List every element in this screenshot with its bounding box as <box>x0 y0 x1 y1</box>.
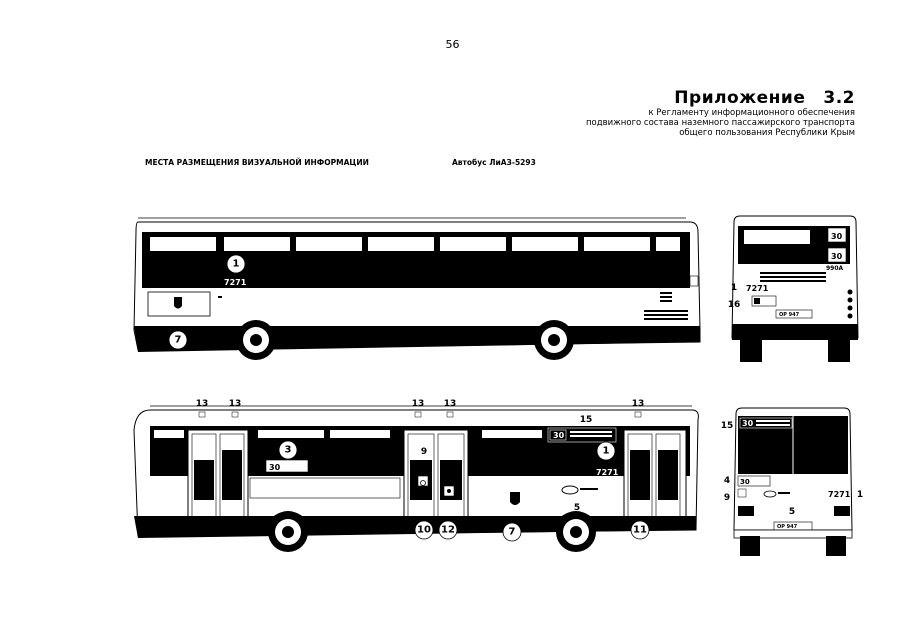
rear-route-30-top: 30 <box>831 232 843 241</box>
operator-logo-icon <box>763 490 790 498</box>
svg-text:1: 1 <box>603 446 610 457</box>
wheelchair-icon <box>417 475 429 487</box>
marker-rear-16: 16 <box>728 300 741 310</box>
coat-of-arms-icon <box>510 492 520 505</box>
svg-text:10: 10 <box>417 525 431 536</box>
door-rear <box>623 429 687 531</box>
svg-text:11: 11 <box>633 525 647 536</box>
marker-side-right-5: 5 <box>574 503 580 513</box>
marker-13-b: 13 <box>229 399 242 418</box>
bus-side-view-right: 30 30 7271 13 13 <box>133 399 699 552</box>
bus-front-view: 30 30 7271 ОР 947 15 4 9 5 1 <box>721 407 863 556</box>
side-route-number: 30 <box>553 431 565 440</box>
wheelchair-icon <box>737 488 747 498</box>
front-card-route: 30 <box>740 478 750 486</box>
marker-side-right-15: 15 <box>580 415 593 425</box>
coat-of-arms-icon <box>174 297 182 309</box>
marker-side-right-11: 11 <box>630 520 650 540</box>
fleet-number-side-left: 7271 <box>224 278 247 287</box>
marker-front-15: 15 <box>721 421 734 431</box>
marker-side-right-10: 10 <box>414 520 434 540</box>
svg-text:13: 13 <box>196 399 209 409</box>
appendix-title: Приложение 3.2 <box>586 88 855 108</box>
marker-front-5: 5 <box>789 507 795 517</box>
marker-13-c: 13 <box>412 399 425 418</box>
bus-side-view-left: 7271 1 7 <box>133 217 701 360</box>
svg-text:12: 12 <box>441 525 455 536</box>
svg-text:1: 1 <box>233 259 240 270</box>
svg-text:13: 13 <box>444 399 457 409</box>
appendix-subtitle-1: к Регламенту информационного обеспечения <box>648 108 855 118</box>
section-label: МЕСТА РАЗМЕЩЕНИЯ ВИЗУАЛЬНОЙ ИНФОРМАЦИИ <box>145 158 369 167</box>
svg-text:3: 3 <box>285 445 292 456</box>
fleet-number-rear: 7271 <box>746 284 769 293</box>
svg-text:7: 7 <box>175 335 182 346</box>
operator-logo-icon <box>561 485 598 495</box>
appendix-subtitle-3: общего пользования Республики Крым <box>679 128 855 138</box>
marker-side-right-3: 3 <box>278 440 298 460</box>
fleet-number-side-right: 7271 <box>596 468 619 477</box>
stroller-icon <box>443 485 455 497</box>
marker-rear-1: 1 <box>731 283 737 293</box>
rear-plate: ОР 947 <box>779 312 800 318</box>
marker-13-d: 13 <box>444 399 457 418</box>
fleet-number-front: 7271 <box>828 490 851 499</box>
bus-model-label: Автобус ЛиАЗ-5293 <box>452 158 536 167</box>
door-route-number: 30 <box>269 463 281 472</box>
appendix-number: 3.2 <box>823 88 855 108</box>
svg-text:13: 13 <box>229 399 242 409</box>
rear-route-17: 17 <box>812 232 826 243</box>
marker-side-right-1: 1 <box>596 441 616 461</box>
svg-text:7: 7 <box>509 527 516 538</box>
appendix-subtitle-2: подвижного состава наземного пассажирско… <box>585 118 855 128</box>
marker-front-9: 9 <box>724 493 730 503</box>
marker-front-4: 4 <box>724 476 730 486</box>
rear-route-30-bottom: 30 <box>831 252 843 261</box>
marker-13-a: 13 <box>196 399 209 418</box>
appendix-heading: Приложение 3.2 к Регламенту информационно… <box>586 88 855 138</box>
svg-text:13: 13 <box>632 399 645 409</box>
marker-side-right-7: 7 <box>502 522 522 542</box>
page-number: 56 <box>445 38 460 51</box>
rear-code: 990А <box>826 265 844 272</box>
appendix-title-word: Приложение <box>674 88 806 108</box>
marker-front-1: 1 <box>857 490 863 500</box>
marker-13-e: 13 <box>632 399 645 418</box>
marker-side-left-1: 1 <box>226 254 246 274</box>
marker-side-right-9: 9 <box>421 447 427 457</box>
front-route-number: 30 <box>742 419 754 428</box>
door-front <box>187 429 249 531</box>
marker-side-left-7: 7 <box>168 330 188 350</box>
front-plate: ОР 947 <box>777 524 798 530</box>
marker-side-right-12: 12 <box>438 520 458 540</box>
bus-rear-view: 17 30 30 990А 7271 ОР 947 1 16 <box>728 215 859 362</box>
door-middle <box>403 429 469 531</box>
svg-text:13: 13 <box>412 399 425 409</box>
